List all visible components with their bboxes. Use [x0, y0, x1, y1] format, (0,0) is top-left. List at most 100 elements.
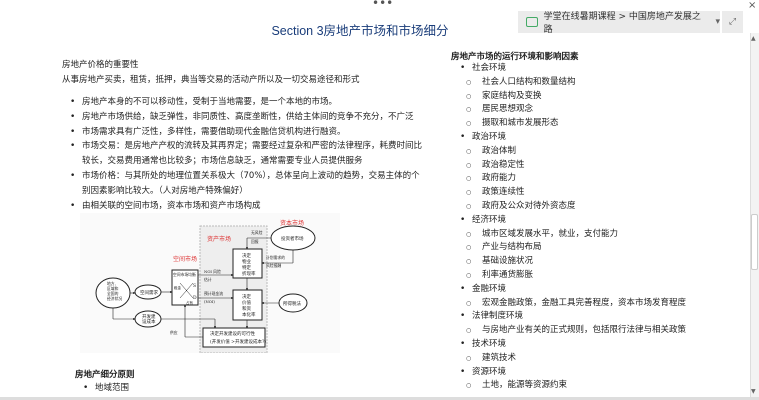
breadcrumb-text: 学堂在线暑期课程 > 中国房地产发展之路 — [543, 12, 701, 35]
group-item: 经济环境 — [460, 214, 686, 228]
sub-item: 产业与结构布局 — [460, 241, 686, 255]
sub-item: 宏观金融政策，金融工具完善程度，资本市场发育程度 — [460, 297, 686, 311]
list-item: 由相关联的空间市场，资本市场和资产市场构成 — [70, 199, 422, 214]
environment-list: 社会环境社会人口结构和数量结构家庭结构及变换居民思想观念摄取和城市发展形态政治环… — [460, 62, 686, 393]
value-box: 决定价值和资本化率 — [242, 293, 256, 318]
text-line: 区域和 — [107, 286, 119, 291]
text-line: 设成本 — [142, 318, 156, 325]
occupancy-label: 占有 — [186, 300, 193, 305]
segmentation-heading: 房地产细分原则 — [75, 370, 135, 380]
sub-item: 城市区域发展水平，就业，支付能力 — [460, 228, 686, 242]
cashflow-label: 预计现金流 — [204, 291, 223, 296]
discount-rate-box: 决定物业特定折现率 — [242, 252, 256, 277]
text-line: 和资 — [242, 305, 251, 312]
sub-item: 社会人口结构和数量结构 — [460, 76, 686, 90]
chevron-down-icon[interactable]: ▾ — [715, 17, 720, 27]
text-line: 价值 — [242, 299, 251, 306]
rent-label: 租金 — [174, 285, 181, 290]
sub-item: 政府及公众对待外资态度 — [460, 200, 686, 214]
list-item: 市场需求具有广泛性，多样性，需要借助现代金融信贷机构进行融资。 — [70, 125, 422, 140]
sub-item: 政府能力 — [460, 172, 686, 186]
intro-text: 从事房地产买卖，租赁，抵押，典当等交易的活动产所以及一切交易途径和形式 — [62, 75, 360, 85]
scroll-down-icon[interactable]: ▼ — [751, 388, 756, 395]
environment-heading: 房地产市场的运行环境和影响因素 — [451, 52, 579, 62]
return-label: 回报 — [251, 239, 259, 244]
estimate-label: 估计 — [204, 277, 212, 282]
feasibility-box: 决定开发建设的可行性(开发价值 >开发建设成本?) — [210, 330, 266, 345]
sub-item: 家庭结构及变换 — [460, 90, 686, 104]
required-return-label: 计划需求的风险报酬 — [266, 255, 285, 268]
text-line: 决定开发建设的可行性 — [210, 330, 255, 337]
sub-item: 政策连续性 — [460, 186, 686, 200]
text-line: 物业 — [242, 258, 251, 265]
noi-risk-label: NOI 风险 — [204, 269, 221, 274]
sub-item: 土地，能源等资源约束 — [460, 379, 686, 393]
sub-item: 政治稳定性 — [460, 159, 686, 173]
close-icon[interactable]: × — [748, 0, 757, 11]
text-line: 风险报酬 — [266, 263, 281, 268]
list-item: 地域范围 — [83, 381, 129, 395]
group-item: 金融环境 — [460, 283, 686, 297]
sub-item: 居民思想观念 — [460, 103, 686, 117]
investor-market: 投资者市场 — [281, 235, 304, 242]
label-capital-market: 资本市场 — [280, 219, 304, 227]
list-item-line: 市场交易：是房地产产权的流转及其再界定；需要经过复杂和严密的法律程序，耗费时间比 — [82, 141, 423, 152]
supply-label: 供应 — [170, 330, 178, 335]
left-bullet-list: 房地产本身的不可以移动性，受制于当地需要，是一个本地的市场。房地产市场供给，缺乏… — [70, 95, 423, 214]
text-line: 计划需求的 — [266, 255, 285, 260]
list-item-line: 市场需求具有广泛性，多样性，需要借助现代金融信贷机构进行融资。 — [82, 126, 346, 137]
breadcrumb[interactable]: 学堂在线暑期课程 > 中国房地产发展之路 ▾ — [518, 11, 720, 35]
course-icon — [526, 17, 538, 27]
list-item-line: 房地产本身的不可以移动性，受制于当地需要，是一个本地的市场。 — [82, 97, 338, 107]
sub-item: 基础设施状况 — [460, 255, 686, 269]
text-line: 折现率 — [242, 270, 256, 277]
list-item: 房地产本身的不可以移动性，受制于当地需要，是一个本地的市场。 — [70, 95, 422, 110]
market-diagram: 资本市场 资产市场 空间市场 投资者市场 决定物业特定折现率 决定价值和资本化率… — [80, 213, 340, 354]
text-line: (开发价值 >开发建设成本?) — [210, 338, 266, 345]
group-item: 资源环境 — [460, 366, 686, 380]
sub-item: 政治体制 — [460, 145, 686, 159]
list-item: 房地产市场供给，缺乏弹性，非同质性、高度垄断性，供给主体间的竞争不充分，不广泛 — [70, 110, 422, 125]
list-item-line: 别因素影响比较大。（人对房地产特殊偏好） — [82, 185, 248, 196]
text-line: 本化率 — [242, 311, 256, 318]
list-item-line: 较长，交易费用通常也比较多；市场信息缺乏，通常需要专业人员提供服务 — [82, 156, 363, 167]
sub-item: 与房地产业有关的正式规则，包括限行法律与相关政策 — [460, 324, 686, 338]
list-item: 市场交易：是房地产产权的流转及其再界定；需要经过复杂和严密的法律程序，耗费时间比… — [70, 139, 423, 169]
label-asset-market: 资产市场 — [207, 235, 231, 243]
text-line: 地方、 — [107, 281, 118, 286]
group-item: 技术环境 — [460, 338, 686, 352]
d-label: D — [193, 295, 197, 301]
scroll-up-icon[interactable]: ▲ — [751, 35, 756, 42]
segmentation-list: 地域范围 — [83, 381, 129, 395]
expand-icon[interactable]: ⤢ — [722, 11, 743, 33]
list-item-line: 由相关联的空间市场，资本市场和资产市场构成 — [82, 200, 261, 211]
equilibrium-label: 空间市场均衡 — [173, 272, 196, 277]
label-space-market: 空间市场 — [173, 255, 197, 263]
s-label: S — [193, 283, 196, 289]
group-item: 法律制度环境 — [460, 310, 686, 324]
section-heading: 房地产价格的重要性 — [62, 60, 139, 70]
sub-item: 摄取和城市发展形态 — [460, 117, 686, 131]
text-line: 特定 — [242, 264, 251, 271]
tax-law: 所得税法 — [283, 300, 301, 307]
riskfree-label: 无风险 — [251, 230, 263, 235]
text-line: 经济状况 — [107, 296, 122, 301]
horizontal-scrollbar[interactable] — [0, 397, 759, 400]
list-item-line: 房地产市场供给，缺乏弹性，非同质性、高度垄断性，供给主体间的竞争不充分，不广泛 — [82, 111, 414, 122]
text-line: 开发建 — [142, 313, 156, 320]
text-line: 决定 — [242, 293, 251, 300]
scrollbar-thumb[interactable] — [751, 214, 758, 270]
noi-label: (NOI) — [204, 299, 215, 304]
text-line: 全国的 — [107, 291, 119, 296]
space-demand: 空间需求 — [140, 289, 158, 296]
text-line: 决定 — [242, 252, 251, 259]
sub-item: 建筑技术 — [460, 352, 686, 366]
page-title: Section 3房地产市场和市场细分 — [271, 24, 449, 38]
more-dots[interactable]: ••• — [372, 0, 394, 10]
list-item: 市场价格：与其所处的地理位置关系极大（70%），总体呈向上波动的趋势，交易主体的… — [70, 169, 422, 199]
group-item: 社会环境 — [460, 62, 686, 76]
dev-cost-node: 开发建设成本 — [142, 313, 156, 325]
sub-item: 利率通货膨胀 — [460, 269, 686, 283]
group-item: 政治环境 — [460, 131, 686, 145]
economy-node: 地方、区域和全国的经济状况 — [107, 281, 122, 301]
